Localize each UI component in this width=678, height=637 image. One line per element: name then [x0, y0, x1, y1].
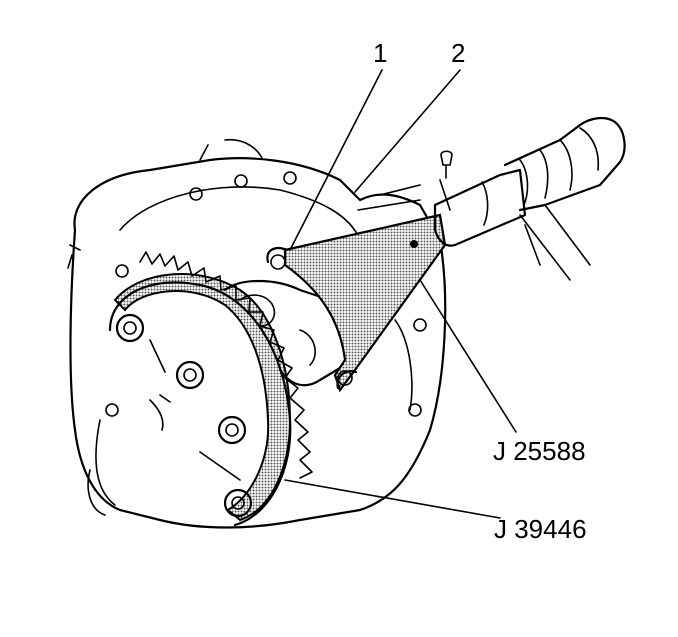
leader-lines [284, 69, 517, 519]
bolt-icon [175, 360, 205, 390]
leader-j25588 [419, 279, 517, 433]
plate-hole [270, 254, 286, 270]
bolt-hole [283, 171, 297, 185]
leader-j39446 [284, 479, 501, 519]
leader-1 [289, 69, 383, 251]
puller-handle [357, 116, 626, 281]
carrier-housing [67, 138, 447, 529]
bolt-hole [115, 264, 129, 278]
ring-gear [108, 251, 313, 527]
callout-1: 1 [373, 38, 387, 68]
callout-2: 2 [451, 38, 465, 68]
bolt-hole [234, 174, 248, 188]
bolt-icon [115, 313, 145, 343]
bolt-icon [223, 488, 253, 518]
bolt-hole [189, 187, 203, 201]
bolt-hole [105, 403, 119, 417]
bolt-hole [413, 318, 427, 332]
bolt-hole [408, 403, 422, 417]
leader-2 [354, 69, 461, 193]
puller-plate [266, 213, 447, 393]
bolt-icon [217, 415, 247, 445]
callout-j25588: J 25588 [493, 436, 586, 466]
case-bolts [115, 313, 253, 518]
callout-j39446: J 39446 [494, 514, 587, 544]
